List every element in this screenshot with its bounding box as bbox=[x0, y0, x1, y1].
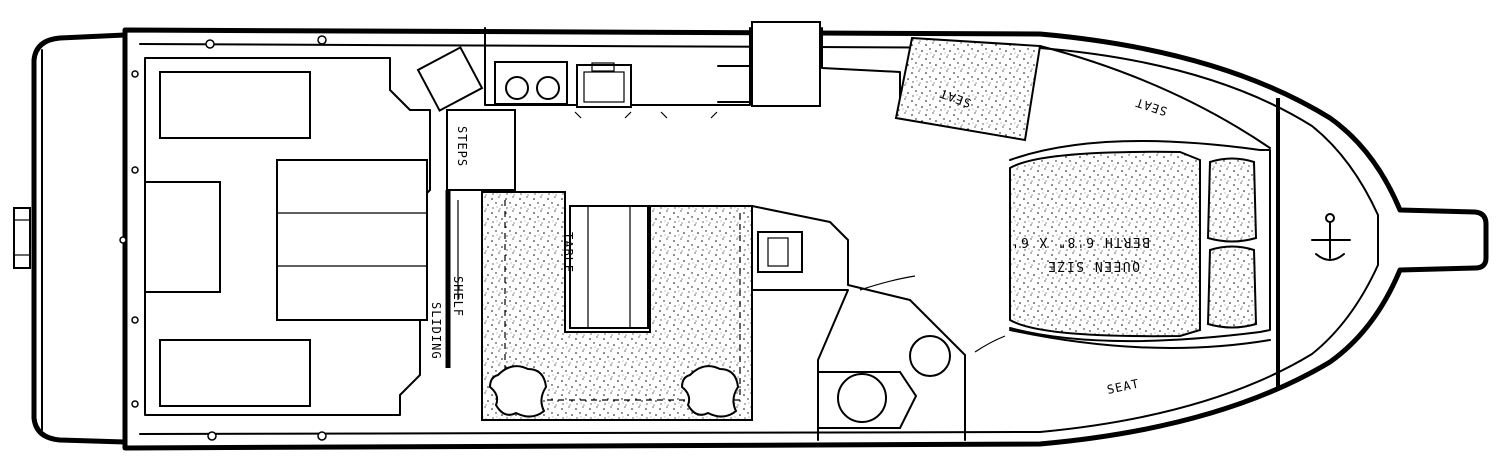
berth-label-line1: QUEEN SIZE bbox=[1047, 258, 1140, 273]
stanchion-dots bbox=[119, 35, 327, 441]
queen-berth bbox=[1009, 150, 1201, 338]
galley-locker bbox=[751, 21, 821, 107]
galley-appliance bbox=[416, 46, 484, 112]
hatch-middle bbox=[144, 181, 221, 293]
hull-outline bbox=[122, 27, 1489, 451]
steps-label: STEPS bbox=[455, 126, 469, 167]
head-compartment bbox=[751, 205, 966, 441]
dim-ticks bbox=[574, 111, 718, 119]
pillow-icon bbox=[680, 365, 740, 418]
dinette-seat bbox=[481, 191, 753, 421]
seat-lower-label: SEAT bbox=[1106, 376, 1141, 397]
dinette-table bbox=[569, 205, 649, 329]
pillow-icon bbox=[1206, 157, 1258, 243]
table-label: TABLE bbox=[561, 232, 575, 273]
berth-label-line2: BERTH 6'8" X 6' bbox=[1010, 234, 1150, 249]
pillow-icon bbox=[1206, 245, 1258, 329]
galley-locker-2 bbox=[821, 27, 901, 111]
engine-hatch bbox=[276, 159, 428, 321]
hull-inner-line bbox=[139, 43, 1379, 435]
hatch-aft bbox=[159, 339, 311, 407]
companionway-steps bbox=[446, 109, 516, 191]
head-vanity bbox=[757, 231, 803, 273]
forward-seat-upper bbox=[894, 36, 1042, 142]
toilet bbox=[909, 335, 951, 377]
galley-cabinet bbox=[717, 65, 751, 103]
swim-platform bbox=[31, 32, 126, 445]
pillow-icon bbox=[488, 365, 548, 418]
shelf-label: SHELF bbox=[451, 276, 465, 317]
stove bbox=[494, 61, 568, 105]
shower bbox=[817, 371, 918, 429]
sliding-label: SLIDING bbox=[429, 302, 443, 360]
anchor-icon bbox=[1311, 213, 1351, 261]
head-door bbox=[751, 289, 849, 441]
berth-frame bbox=[1009, 140, 1271, 343]
hatch-forward bbox=[159, 71, 311, 139]
seat-forward-label: SEAT bbox=[1133, 95, 1169, 118]
cleat-icon bbox=[13, 207, 31, 269]
forward-seat-lower bbox=[1009, 329, 1271, 349]
